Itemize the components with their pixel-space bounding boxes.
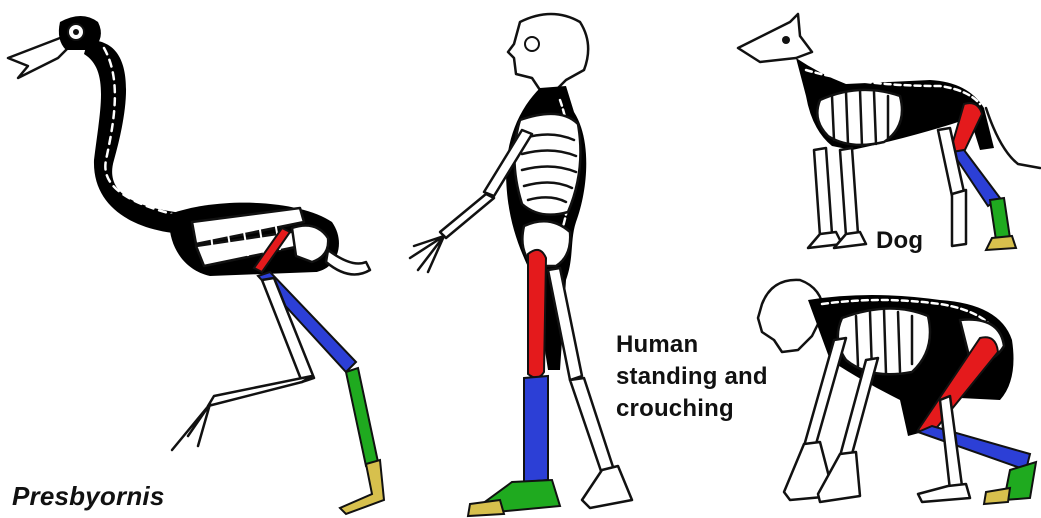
dog-label: Dog	[876, 227, 923, 255]
human-label: Human standing and crouching	[616, 329, 836, 425]
human-skeleton-standing-icon	[410, 14, 632, 516]
dog-skeleton-icon	[738, 14, 1040, 250]
bird-skeleton-icon	[8, 16, 384, 514]
presbyornis-label: Presbyornis	[12, 481, 165, 512]
